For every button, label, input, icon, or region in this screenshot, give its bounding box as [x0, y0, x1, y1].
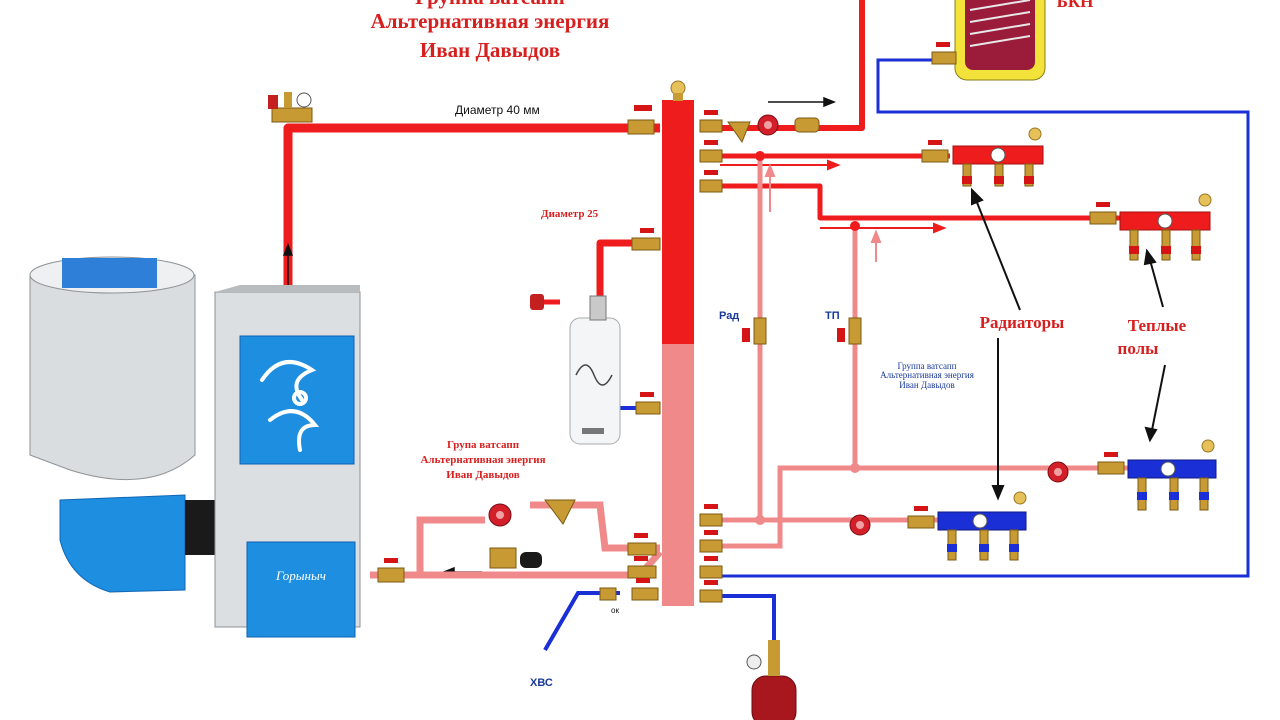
fuel-hopper	[29, 264, 196, 481]
ball-valve-icon	[907, 506, 935, 529]
title-line-2: Альтернативная энергия	[371, 9, 610, 33]
pointer-arrows	[971, 187, 1166, 501]
ball-valve-icon	[631, 578, 659, 601]
pump-icon	[849, 514, 871, 536]
flow-arrows-red	[720, 159, 947, 234]
watermark-left-line-1: Група ватсапп	[447, 439, 520, 451]
pump-icon	[757, 114, 779, 136]
boiler-return-bypass	[530, 501, 660, 552]
pump-icon	[488, 503, 512, 527]
three-way-valve-icon	[489, 547, 542, 569]
hopper-lid	[62, 258, 157, 288]
tank-feed-pipe	[720, 594, 776, 665]
hvs-pipe	[543, 591, 620, 652]
ball-valve-icon	[699, 580, 723, 603]
manifold-floor-supply	[1119, 193, 1212, 261]
diameter-25-label: Диаметр 25	[541, 208, 599, 220]
ok-label: ок	[611, 606, 619, 615]
safety-group-icon	[268, 92, 313, 123]
flow-arrows-pink	[764, 163, 882, 262]
watermark-middle-line-2: Альтернативная энергия	[880, 370, 974, 380]
tp-label: ТП	[825, 310, 840, 322]
radiators-label: Радиаторы	[980, 313, 1065, 332]
ball-valve-icon	[635, 392, 661, 415]
manifold-radiator-supply	[952, 127, 1044, 187]
watermark-middle-line-3: Иван Давыдов	[899, 380, 954, 390]
boiler: Горыныч	[29, 256, 361, 638]
manifold-floor-return	[1127, 439, 1217, 511]
boiler-upper-door	[239, 335, 355, 465]
hvs-label: ХВС	[530, 677, 553, 689]
boiler-return-loop-upper	[370, 516, 485, 579]
boiler-lower-door	[246, 541, 356, 638]
ball-valve-icon	[837, 317, 862, 345]
junction-dots	[755, 151, 860, 525]
pump-icon	[1047, 461, 1069, 483]
ball-valve-icon	[631, 228, 661, 251]
ball-valve-icon	[1089, 202, 1117, 225]
ball-valve-icon	[699, 140, 723, 163]
warm-floors-label-line-2: полы	[1118, 339, 1159, 358]
diameter-40-label: Диаметр 40 мм	[455, 103, 540, 117]
title-line-3: Иван Давыдов	[420, 38, 560, 62]
main-supply-pipe-40mm	[283, 123, 660, 300]
warm-floors-label-line-1: Теплые	[1128, 316, 1187, 335]
ball-valve-icon	[699, 504, 723, 527]
title-line-1: Группа ватсапп	[415, 0, 565, 9]
bkn-tank: БКН	[954, 0, 1094, 81]
circulation-pumps	[488, 114, 1069, 536]
ball-valve-icon	[627, 105, 655, 135]
watermark-left: Група ватсапп Альтернативная энергия Ива…	[420, 439, 545, 481]
boiler-brand-logo: Горыныч	[275, 568, 326, 583]
ball-valve-icon	[931, 42, 957, 65]
bkn-label: БКН	[1057, 0, 1094, 11]
watermark-middle: Группа ватсапп Альтернативная энергия Ив…	[880, 361, 974, 390]
watermark-middle-line-1: Группа ватсапп	[898, 361, 957, 371]
rad-label: Рад	[719, 310, 739, 322]
ball-valve-icon	[627, 533, 657, 556]
ball-valve-icon	[742, 317, 767, 345]
floor-return-pipe	[720, 465, 1128, 549]
manifold-radiator-return	[937, 491, 1027, 561]
ball-valve-icon	[699, 170, 723, 193]
floor-supply-pipe	[720, 183, 1122, 221]
check-valve-icon	[794, 117, 820, 133]
filter-icon	[727, 121, 751, 144]
ball-valve-icon	[921, 140, 949, 163]
watermark-left-line-2: Альтернативная энергия	[420, 454, 545, 466]
electric-water-heater	[530, 294, 621, 445]
watermark-left-line-3: Иван Давыдов	[446, 469, 519, 481]
ball-valve-icon	[699, 530, 723, 553]
check-valve-icon	[599, 587, 617, 601]
expansion-tank	[746, 640, 797, 720]
ball-valve-icon	[377, 558, 405, 583]
hydraulic-separator	[662, 80, 694, 606]
valves	[268, 42, 1125, 603]
ball-valve-icon	[699, 556, 723, 579]
filter-icon	[544, 499, 576, 525]
bkn-return-pipe	[720, 58, 1250, 578]
ball-valve-icon	[699, 110, 723, 133]
water-heater-supply-pipe	[596, 239, 660, 300]
auger-feeder	[59, 494, 186, 593]
bkn-supply-pipe	[720, 0, 865, 131]
title-block: Группа ватсапп Альтернативная энергия Ив…	[371, 0, 610, 62]
ball-valve-icon	[1097, 452, 1125, 475]
dragon-emblem-icon	[260, 360, 320, 452]
air-vent-icon	[670, 80, 686, 96]
